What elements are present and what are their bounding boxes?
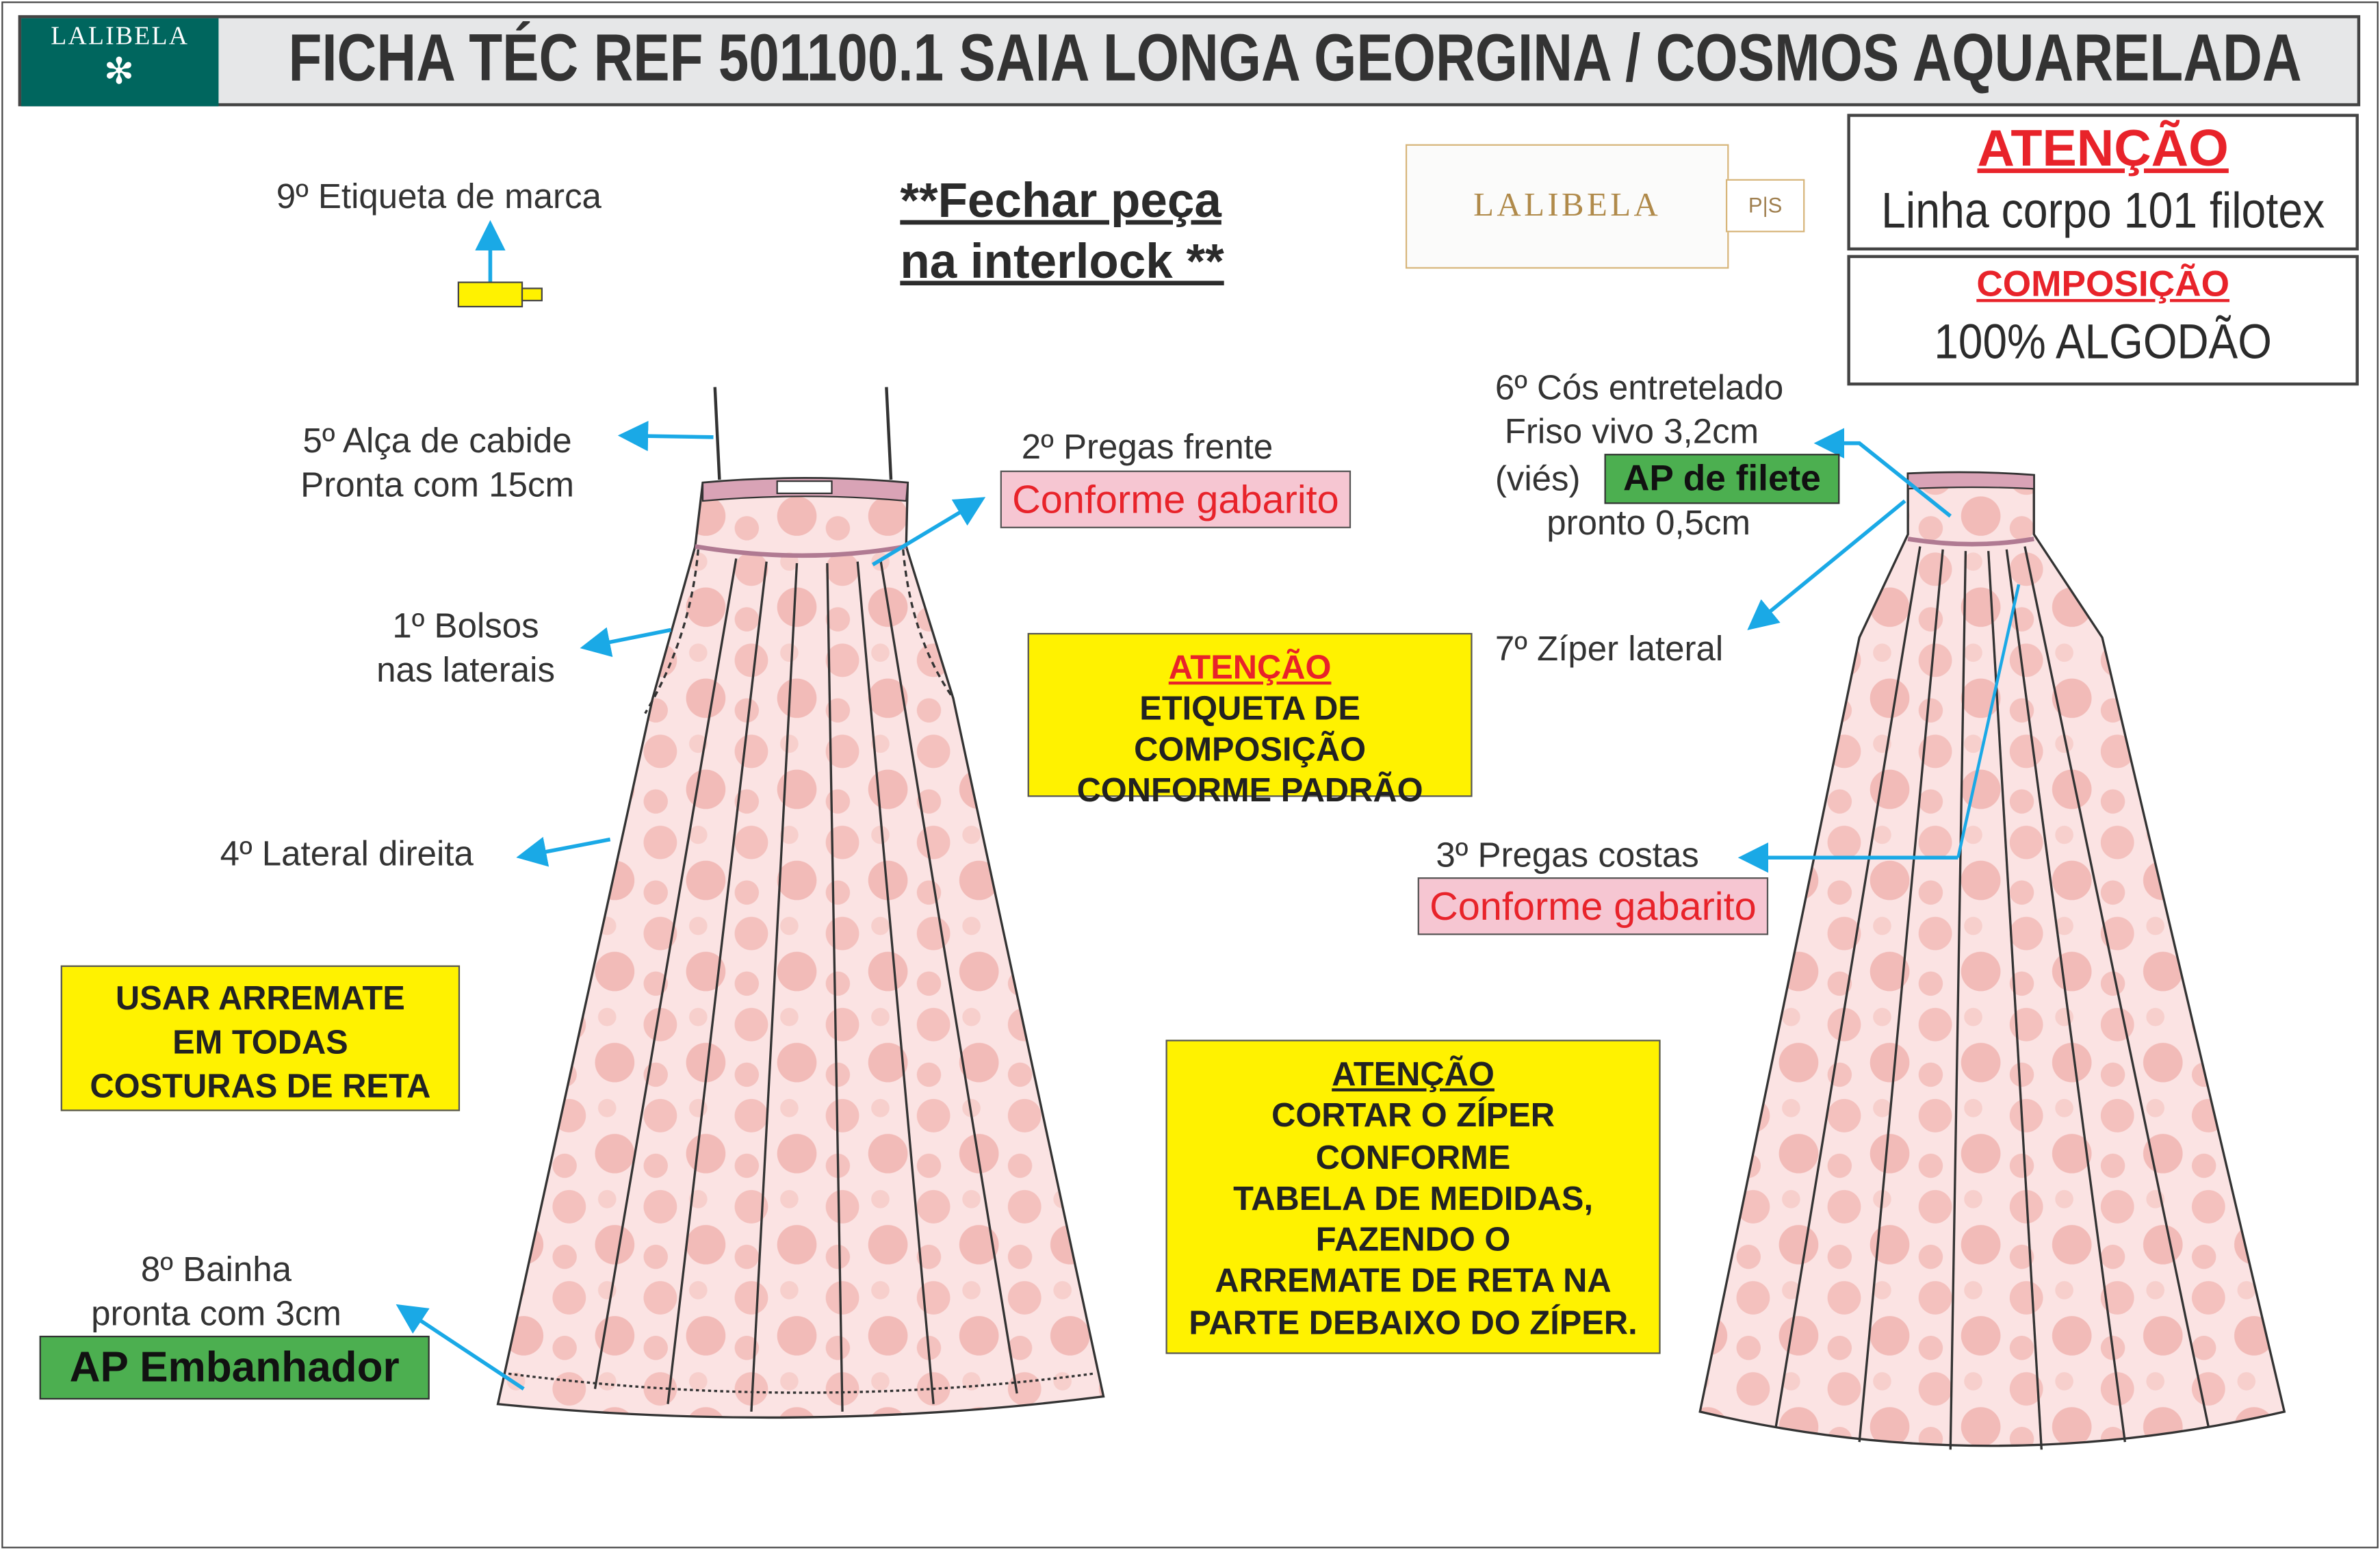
notice-line: EM TODAS	[172, 1022, 348, 1061]
right-side-note: 4º Lateral direita	[220, 833, 474, 873]
thread-notice: ATENÇÃO Linha corpo 101 filotex	[1847, 114, 2359, 250]
composition-title: COMPOSIÇÃO	[1976, 263, 2230, 305]
notice-title: ATENÇÃO	[1168, 648, 1332, 686]
notice-line: ARREMATE DE RETA NA	[1215, 1262, 1612, 1300]
bias-label: (viés)	[1495, 458, 1581, 498]
notice-line: CONFORME PADRÃO	[1076, 771, 1423, 810]
composition-label-notice: ATENÇÃO ETIQUETA DE COMPOSIÇÃO CONFORME …	[1027, 632, 1473, 809]
header-bar	[18, 15, 2361, 107]
front-pleats-badge: Conforme gabarito	[1000, 470, 1351, 528]
brand-name: LALIBELA	[51, 21, 190, 51]
waistband-note: 6º Cós entretelado Friso vivo 3,2cm	[1495, 366, 1783, 454]
callout-arrows	[396, 220, 1958, 1391]
brand-tag-name: LALIBELA	[1473, 185, 1661, 224]
notice-line: TABELA DE MEDIDAS,	[1233, 1179, 1594, 1217]
front-skirt	[496, 387, 1105, 1419]
notice-title: ATENÇÃO	[1977, 120, 2229, 178]
notice-line: PARTE DEBAIXO DO ZÍPER.	[1189, 1303, 1638, 1342]
notice-line: CORTAR O ZÍPER	[1271, 1096, 1555, 1135]
notice-text: Linha corpo 101 filotex	[1881, 182, 2325, 239]
zipper-note: 7º Zíper lateral	[1495, 628, 1724, 668]
notice-title: ATENÇÃO	[1332, 1055, 1495, 1094]
notice-line: FAZENDO O	[1315, 1220, 1511, 1259]
note-line: 6º Cós entretelado	[1495, 367, 1784, 407]
notice-line: ETIQUETA DE COMPOSIÇÃO	[1134, 689, 1367, 768]
hem-attachment-badge: AP Embanhador	[39, 1335, 430, 1400]
back-skirt	[1698, 471, 2286, 1450]
composition-text: 100% ALGODÃO	[1934, 314, 2272, 369]
note-line: 5º Alça de cabide	[302, 420, 572, 461]
brand-logo: LALIBELA ✻	[21, 18, 219, 107]
bee-icon: ✻	[103, 53, 136, 93]
brand-label-note: 9º Etiqueta de marca	[276, 176, 602, 216]
interlock-line: na interlock **	[900, 233, 1224, 289]
front-pleats-label: 2º Pregas frente	[1021, 426, 1273, 466]
interlock-line: **Fechar peça	[900, 172, 1221, 228]
note-line: 8º Bainha	[140, 1249, 292, 1289]
piping-finish-note: pronto 0,5cm	[1547, 502, 1751, 542]
label-icon	[457, 281, 543, 308]
finishing-notice: USAR ARREMATE EM TODAS COSTURAS DE RETA	[60, 965, 461, 1111]
zipper-cut-notice: ATENÇÃO CORTAR O ZÍPER CONFORME TABELA D…	[1165, 1039, 1661, 1354]
brand-tag: LALIBELA	[1405, 144, 1729, 269]
hem-note: 8º Bainha pronta com 3cm	[91, 1248, 341, 1336]
back-pleats-label: 3º Pregas costas	[1436, 834, 1699, 875]
hanger-strap-note: 5º Alça de cabide Pronta com 15cm	[300, 419, 574, 507]
note-line: pronta com 3cm	[91, 1293, 341, 1333]
notice-line: COSTURAS DE RETA	[90, 1067, 431, 1105]
interlock-note: **Fechar peça na interlock **	[900, 170, 1224, 291]
note-line: nas laterais	[376, 649, 555, 690]
note-line: 1º Bolsos	[392, 606, 539, 645]
note-line: Friso vivo 3,2cm	[1504, 411, 1759, 451]
size-tag: P|S	[1725, 179, 1805, 233]
page-title: FICHA TÉC REF 501100.1 SAIA LONGA GEORGI…	[288, 21, 2302, 96]
back-pleats-badge: Conforme gabarito	[1417, 877, 1769, 935]
pockets-note: 1º Bolsos nas laterais	[376, 604, 555, 693]
notice-line: CONFORME	[1315, 1137, 1511, 1176]
composition-box: COMPOSIÇÃO 100% ALGODÃO	[1847, 255, 2359, 386]
piping-badge: AP de filete	[1604, 454, 1840, 504]
note-line: Pronta com 15cm	[300, 464, 574, 504]
notice-line: USAR ARREMATE	[115, 979, 405, 1018]
